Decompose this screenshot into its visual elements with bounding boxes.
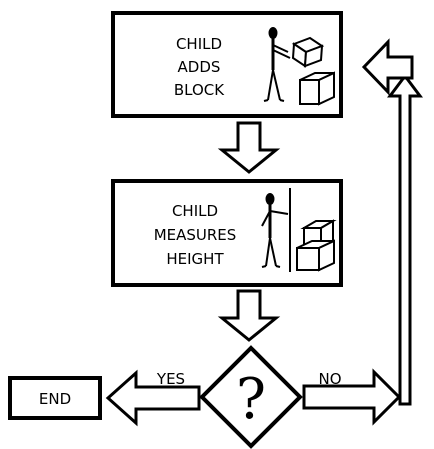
decision-question-mark: ? [236,367,266,432]
step-add-line-3: BLOCK [174,81,225,99]
child-measuring-icon [261,188,291,272]
loop-back-arrow [361,38,423,406]
yes-label: YES [156,370,185,388]
step-add-line-1: CHILD [176,35,222,53]
block-on-floor-icon [299,71,335,106]
yes-arrow: YES [105,369,201,427]
step-measure-line-3: HEIGHT [166,250,224,268]
no-label: NO [318,370,341,388]
end-box: END [8,376,102,420]
stacked-blocks-icon [296,219,337,272]
arrow-down-2 [217,289,281,342]
decision-diamond: ? [199,345,303,449]
child-carrying-block-icon [263,27,325,102]
step-measure-line-2: MEASURES [154,226,237,244]
step-add-line-2: ADDS [178,58,221,76]
step-add-block: CHILD ADDS BLOCK [111,11,343,118]
arrow-down-1 [217,121,281,174]
step-measure-height: CHILD MEASURES HEIGHT [111,179,343,287]
end-label: END [39,390,71,408]
step-measure-line-1: CHILD [172,202,218,220]
no-arrow: NO [302,368,402,426]
